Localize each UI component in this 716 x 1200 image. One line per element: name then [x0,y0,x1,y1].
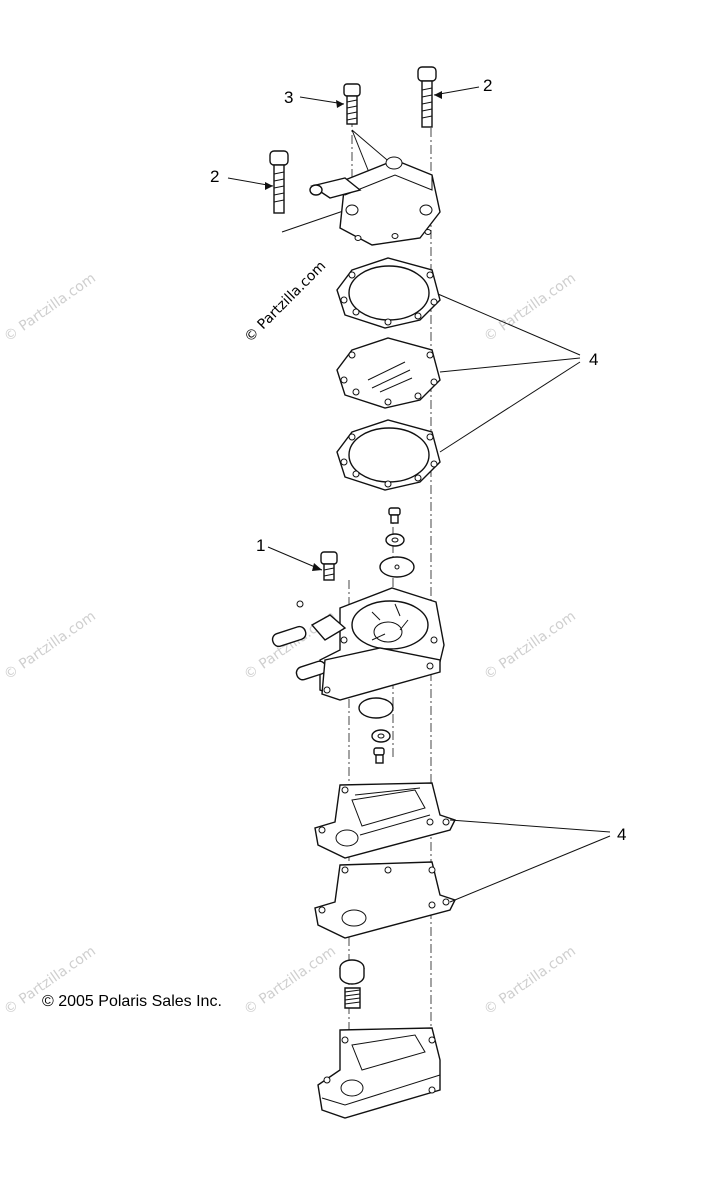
gasket-upper-1 [336,257,441,329]
watermark-text: © Partzilla.com [481,608,579,683]
callout-label-4: 4 [617,825,626,844]
pump-main-body [271,587,445,701]
screw-1 [320,551,338,581]
valve-screw-lower [358,697,394,764]
callout-label-1: 1 [256,536,265,555]
screw-2-right [417,66,437,128]
callout-label-2: 2 [483,76,492,95]
watermark-text: © Partzilla.com [481,943,579,1018]
partzilla-watermark: © Partzilla.com [242,258,330,346]
screw-2-left [269,150,289,214]
diaphragm-upper [336,337,441,409]
callout-label-3: 3 [284,88,293,107]
valve-cap-spring [339,959,365,1009]
watermark-text: © Partzilla.com [1,270,99,345]
pump-base-plate [317,1027,441,1119]
callout-label-2: 2 [210,167,219,186]
watermark-text: © Partzilla.com [241,943,339,1018]
callout-leaders [227,86,611,903]
pump-top-cover [309,156,441,246]
gasket-upper-3 [336,419,441,491]
screw-3 [343,83,361,125]
callout-label-4: 4 [589,350,598,369]
gasket-lower-2 [314,861,456,939]
gasket-lower-1 [314,782,456,859]
copyright-text: © 2005 Polaris Sales Inc. [42,993,222,1010]
watermark-text: © Partzilla.com [1,608,99,683]
watermark-layer: © Partzilla.com © Partzilla.com © Partzi… [1,270,579,1018]
valve-screw-upper [379,507,415,578]
